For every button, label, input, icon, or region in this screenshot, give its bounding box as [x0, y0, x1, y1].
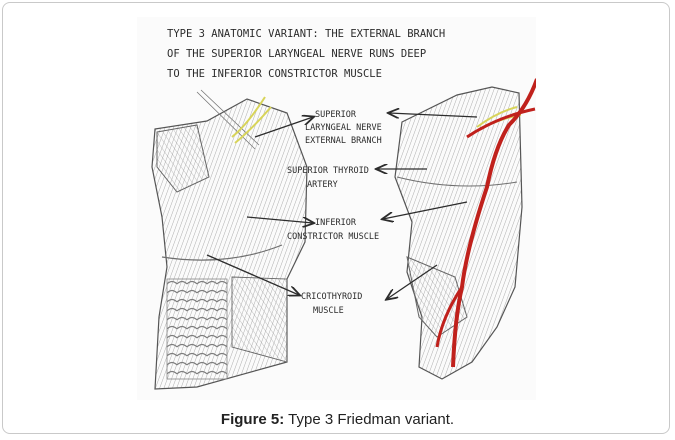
title-line-3: TO THE INFERIOR CONSTRICTOR MUSCLE [167, 68, 382, 80]
left-larynx-drawing [152, 90, 307, 389]
caption-label: Figure 5: [221, 411, 284, 428]
label-slnerve-3: EXTERNAL BRANCH [305, 136, 382, 146]
illustration-svg: TYPE 3 ANATOMIC VARIANT: THE EXTERNAL BR… [137, 17, 536, 400]
title-line-2: OF THE SUPERIOR LARYNGEAL NERVE RUNS DEE… [167, 48, 426, 60]
right-larynx-drawing [395, 79, 536, 379]
figure-caption: Figure 5: Type 3 Friedman variant. [0, 411, 675, 428]
label-inferior-constrictor-2: CONSTRICTOR MUSCLE [287, 232, 379, 242]
caption-text: Type 3 Friedman variant. [284, 411, 454, 428]
label-inferior-constrictor-1: INFERIOR [315, 218, 357, 228]
label-slnerve-2: LARYNGEAL NERVE [305, 123, 382, 133]
anatomy-illustration: TYPE 3 ANATOMIC VARIANT: THE EXTERNAL BR… [137, 17, 536, 400]
label-thyroid-artery-1: SUPERIOR THYROID [287, 166, 369, 176]
label-slnerve-1: SUPERIOR [315, 110, 357, 120]
title-line-1: TYPE 3 ANATOMIC VARIANT: THE EXTERNAL BR… [167, 28, 445, 40]
label-cricothyroid-1: CRICOTHYROID [301, 292, 362, 302]
label-cricothyroid-2: MUSCLE [313, 306, 344, 316]
label-thyroid-artery-2: ARTERY [307, 180, 338, 190]
